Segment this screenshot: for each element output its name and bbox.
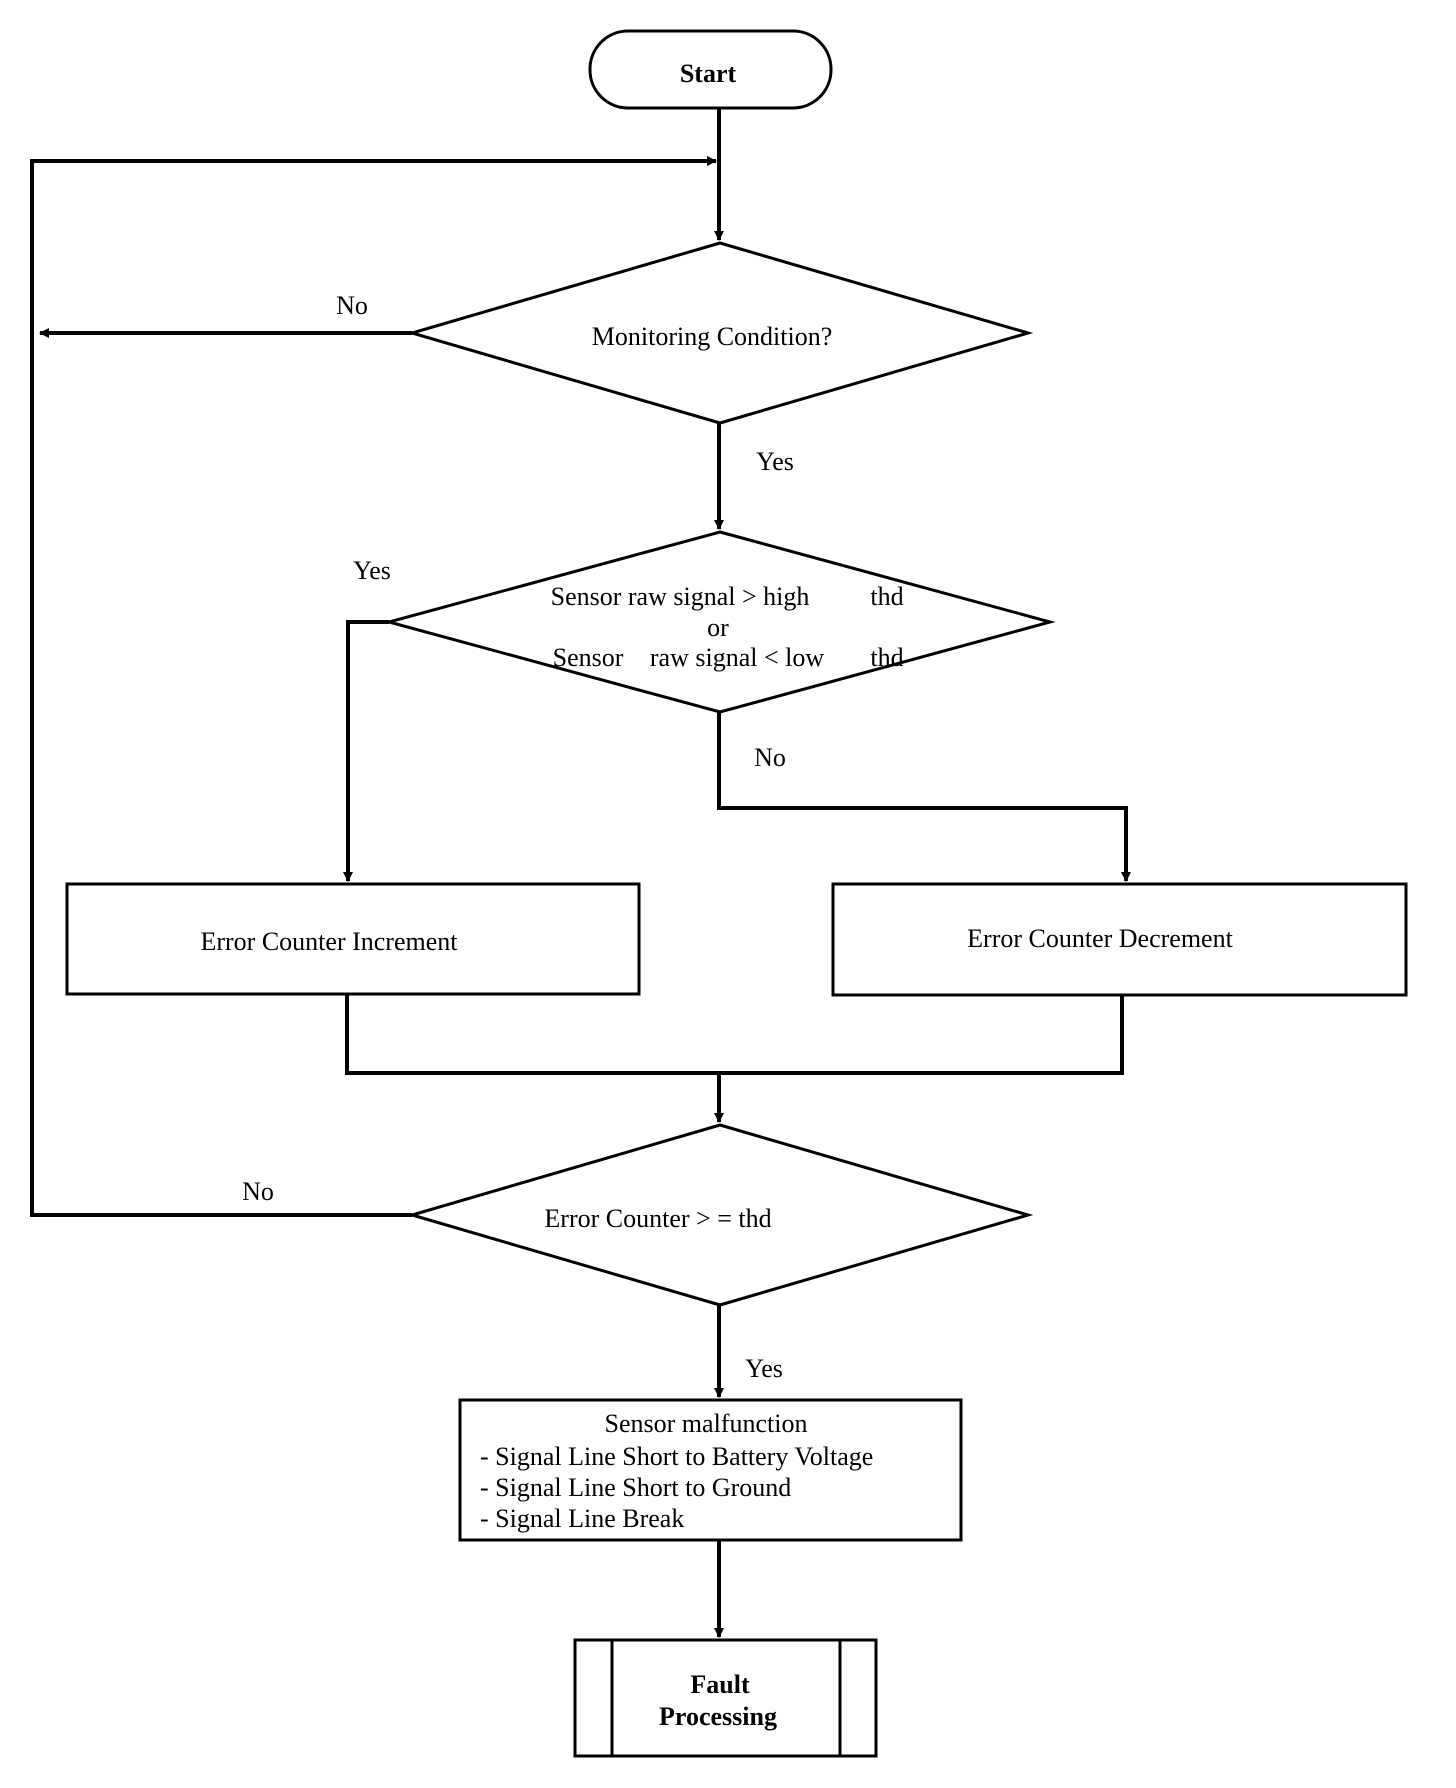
decrement-label: Error Counter Decrement	[967, 924, 1233, 953]
start-label: Start	[680, 59, 737, 88]
decrement-box	[831, 882, 1408, 997]
threshold-line1a: Sensor raw signal > high	[551, 582, 810, 611]
counter-label: Error Counter > = thd	[544, 1204, 771, 1233]
monitoring-yes-label: Yes	[756, 447, 794, 476]
arrow-threshold-yes	[343, 620, 389, 882]
threshold-line3c: thd	[870, 643, 903, 672]
threshold-line3a: Sensor	[553, 643, 624, 672]
fault-line1: Fault	[690, 1670, 750, 1699]
malfunction-box	[458, 1398, 963, 1542]
threshold-yes-label: Yes	[353, 556, 391, 585]
malfunction-item-3: - Signal Line Break	[480, 1504, 684, 1533]
malfunction-item-2: - Signal Line Short to Ground	[480, 1473, 791, 1502]
loop-back-line	[30, 156, 717, 1217]
threshold-line1b: thd	[870, 582, 903, 611]
threshold-no-label: No	[754, 743, 786, 772]
monitoring-no-label: No	[336, 291, 368, 320]
start-terminal	[588, 29, 833, 110]
fault-process-box	[573, 1638, 878, 1758]
malfunction-title: Sensor malfunction	[605, 1409, 808, 1438]
arrow-threshold-no	[717, 712, 1131, 882]
threshold-line3b: raw signal < low	[650, 643, 824, 672]
malfunction-item-1: - Signal Line Short to Battery Voltage	[480, 1442, 873, 1471]
counter-no-label: No	[242, 1177, 274, 1206]
increment-box	[65, 882, 641, 996]
fault-line2: Processing	[659, 1702, 777, 1731]
counter-yes-label: Yes	[745, 1354, 783, 1383]
merge-line	[345, 994, 1124, 1075]
monitoring-label: Monitoring Condition?	[592, 322, 833, 351]
threshold-line2: or	[707, 613, 729, 642]
increment-label: Error Counter Increment	[200, 927, 458, 956]
